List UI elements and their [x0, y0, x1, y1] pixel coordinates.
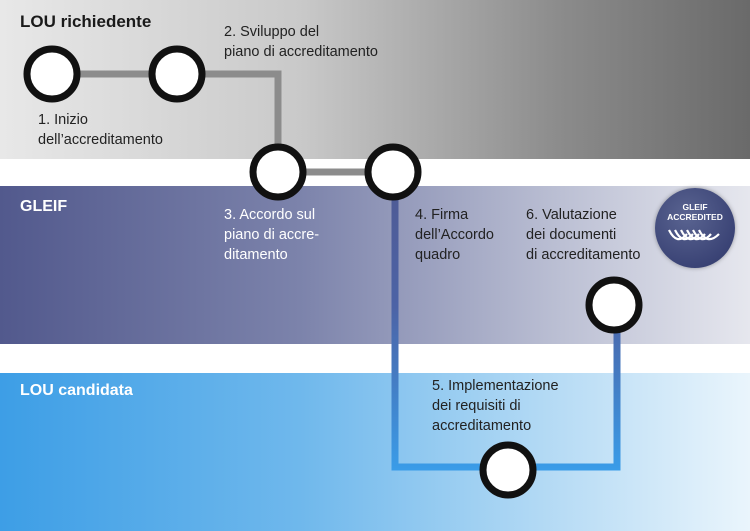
node-step-5	[479, 441, 537, 499]
step-1-label: 1. Inizio dell’accreditamento	[38, 112, 163, 148]
lane-title-lou-requesting: LOU richiedente	[20, 12, 152, 31]
node-step-6	[585, 276, 643, 334]
connector-2-3	[177, 70, 282, 175]
step-4-label: 4. Firma dell’Accordo quadro	[415, 207, 494, 263]
step-2-label: 2. Sviluppo del piano di accreditamento	[224, 24, 378, 60]
step-5-label: 5. Implementazione dei requisiti di accr…	[432, 378, 559, 434]
node-step-1	[23, 45, 81, 103]
lane-lou-requesting	[0, 0, 750, 159]
lane-lou-candidate	[0, 373, 750, 531]
badge-text: GLEIF ACCREDITED	[667, 202, 723, 222]
node-step-4	[364, 143, 422, 201]
badge-arcs-icon	[668, 229, 720, 241]
node-step-3	[249, 143, 307, 201]
step-3-label: 3. Accordo sul piano di accre- ditamento	[224, 207, 320, 263]
node-step-2	[148, 45, 206, 103]
gleif-accredited-badge: GLEIF ACCREDITED	[655, 188, 735, 268]
lane-title-lou-candidate: LOU candidata	[20, 382, 133, 399]
lane-title-gleif: GLEIF	[20, 198, 68, 215]
step-6-label: 6. Valutazione dei documenti di accredit…	[526, 207, 641, 263]
